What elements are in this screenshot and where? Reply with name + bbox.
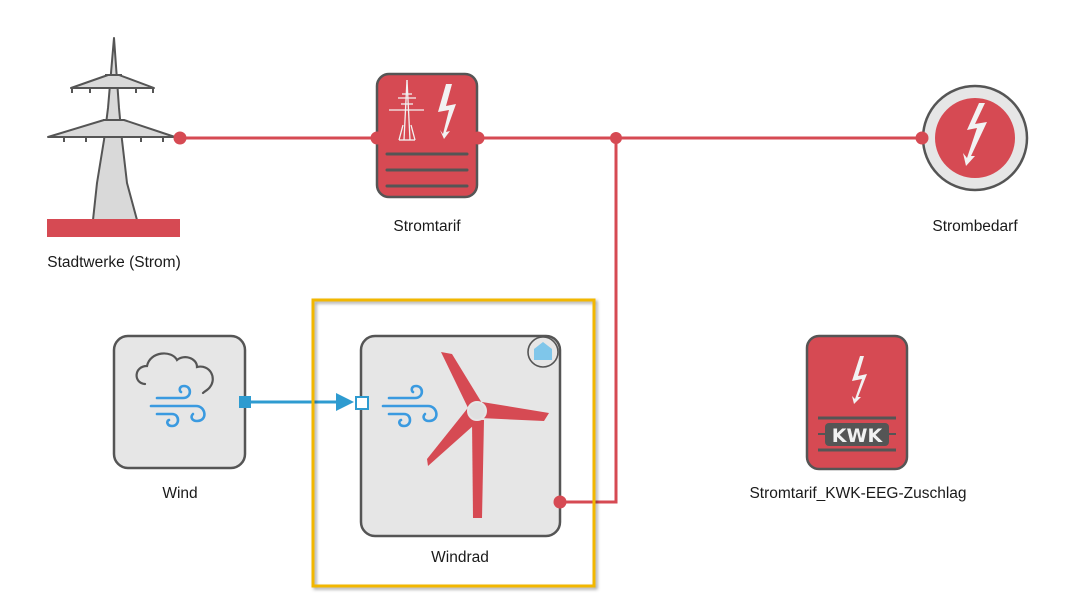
power-pylon-icon	[389, 79, 424, 141]
power-pylon-icon	[47, 37, 176, 221]
node-label-stadtwerke: Stadtwerke (Strom)	[47, 254, 181, 271]
arrowhead-icon	[336, 393, 354, 411]
port-in[interactable]	[370, 131, 384, 145]
edge-junction-dot	[610, 132, 622, 144]
kwk-badge-text: KWK	[832, 425, 884, 447]
port-out[interactable]	[553, 495, 567, 509]
node-strombedarf[interactable]	[915, 84, 1029, 192]
node-label-wind: Wind	[162, 485, 198, 502]
node-label-kwk: Stromtarif_KWK-EEG-Zuschlag	[749, 485, 967, 502]
wind-icon	[149, 384, 206, 428]
node-wind[interactable]	[112, 334, 251, 470]
node-kwk[interactable]: KWK	[805, 334, 909, 471]
ground-bar	[47, 219, 180, 237]
port-out[interactable]	[471, 131, 485, 145]
node-windrad[interactable]	[311, 298, 596, 588]
port-out[interactable]	[239, 396, 251, 408]
port-in[interactable]	[915, 131, 929, 145]
home-badge-icon[interactable]	[527, 336, 559, 368]
port-in[interactable]	[355, 396, 369, 410]
node-label-windrad: Windrad	[431, 549, 489, 566]
cloud-icon	[135, 352, 214, 395]
kwk-badge	[825, 423, 889, 446]
lightning-icon	[963, 103, 987, 166]
lightning-icon	[438, 84, 456, 139]
node-stadtwerke[interactable]	[47, 37, 187, 237]
wind-turbine-icon	[427, 352, 549, 518]
node-label-strombedarf: Strombedarf	[932, 218, 1018, 235]
selection-frame	[311, 298, 596, 588]
lightning-icon	[852, 356, 867, 404]
edge-windrad-junction[interactable]	[560, 138, 618, 504]
node-label-stromtarif: Stromtarif	[393, 218, 461, 235]
port-out[interactable]	[173, 131, 187, 145]
edge-wind-windrad[interactable]	[250, 393, 354, 411]
node-stromtarif[interactable]	[370, 72, 485, 199]
wind-icon	[381, 384, 438, 428]
